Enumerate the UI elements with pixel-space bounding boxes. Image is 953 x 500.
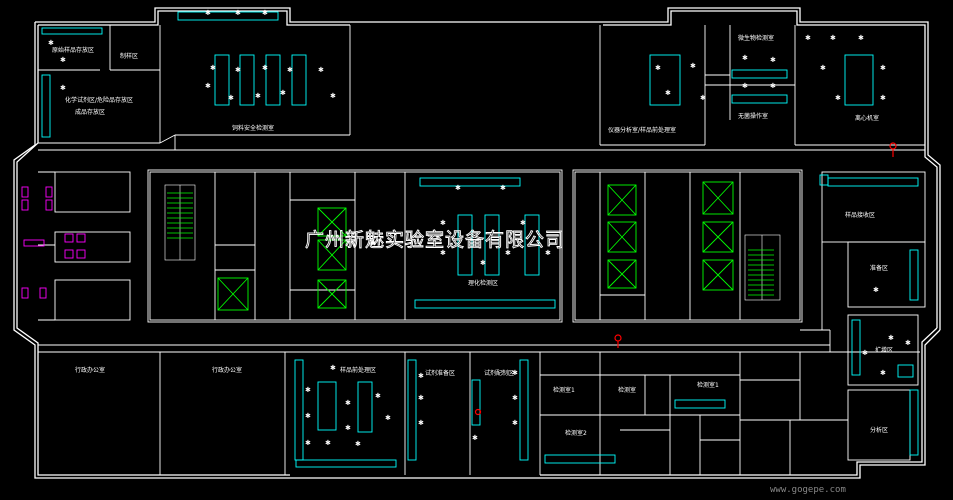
chair-icon: ✱: [255, 92, 261, 100]
chair-icon: ✱: [355, 440, 361, 448]
chair-icon: ✱: [330, 364, 336, 372]
chair-icon: ✱: [60, 84, 66, 92]
chair-icon: ✱: [770, 56, 776, 64]
stairs: [164, 184, 781, 301]
chair-icon: ✱: [287, 66, 293, 74]
room-label: 分析区: [870, 426, 888, 434]
room-label: 检测室1: [697, 381, 719, 389]
chair-icon: ✱: [210, 64, 216, 72]
chair-icon: ✱: [545, 249, 551, 257]
company-watermark: 广州新魅实验室设备有限公司: [305, 229, 565, 251]
chair-icon: ✱: [500, 184, 506, 192]
chair-icon: ✱: [205, 9, 211, 17]
room-label: 成品存放区: [75, 108, 105, 116]
chair-icon: ✱: [480, 259, 486, 267]
chair-icon: ✱: [375, 392, 381, 400]
elevator-shafts: [217, 181, 734, 311]
chair-icon: ✱: [418, 372, 424, 380]
room-labels: 原始样品存放区 制样区 化学试剂区/危险品存放区 成品存放区 饲料安全检测室 仪…: [52, 34, 893, 437]
chair-icon: ✱: [880, 64, 886, 72]
chair-icon: ✱: [512, 369, 518, 377]
room-label: 样品前处理区: [340, 366, 376, 374]
chair-icon: ✱: [228, 94, 234, 102]
room-label: 检测室1: [553, 386, 575, 394]
chair-icon: ✱: [205, 82, 211, 90]
chair-icon: ✱: [512, 394, 518, 402]
room-label: 扩增区: [875, 346, 893, 354]
chair-icon: ✱: [305, 439, 311, 447]
chair-icon: ✱: [60, 56, 66, 64]
chair-icon: ✱: [742, 82, 748, 90]
room-label: 原始样品存放区: [52, 46, 94, 54]
chair-icon: ✱: [835, 94, 841, 102]
chair-icon: ✱: [770, 82, 776, 90]
chair-icon: ✱: [665, 89, 671, 97]
room-label: 化学试剂区/危险品存放区: [65, 96, 133, 104]
chair-icon: ✱: [520, 219, 526, 227]
lab-benches: [41, 11, 919, 468]
chair-icon: ✱: [418, 419, 424, 427]
room-label: 样品接收区: [845, 211, 875, 219]
room-label: 行政办公室: [75, 366, 105, 374]
chair-icon: ✱: [505, 249, 511, 257]
chair-icon: ✱: [48, 39, 54, 47]
room-label: 检测室2: [565, 429, 587, 437]
chair-icon: ✱: [440, 219, 446, 227]
stair-treads: [167, 192, 774, 296]
room-label: 微生物检测室: [738, 34, 774, 42]
chair-icon: ✱: [880, 94, 886, 102]
chair-icon: ✱: [330, 92, 336, 100]
chair-icon: ✱: [385, 414, 391, 422]
chair-icon: ✱: [325, 439, 331, 447]
red-markers: [474, 142, 897, 416]
chair-icon: ✱: [805, 34, 811, 42]
chair-icon: ✱: [235, 9, 241, 17]
chair-icon: ✱: [742, 54, 748, 62]
room-label: 试剂配制区: [484, 369, 514, 377]
chair-icon: ✱: [858, 34, 864, 42]
chair-icon: ✱: [830, 34, 836, 42]
room-label: 准备区: [870, 264, 888, 272]
chair-icon: ✱: [262, 64, 268, 72]
chair-icon: ✱: [235, 66, 241, 74]
chair-icon: ✱: [345, 424, 351, 432]
chair-icon: ✱: [880, 369, 886, 377]
chair-icon: ✱: [905, 339, 911, 347]
room-label: 试剂准备区: [425, 369, 455, 377]
room-label: 仪器分析室/样品前处理室: [608, 126, 676, 134]
chair-icon: ✱: [873, 286, 879, 294]
chair-icon: ✱: [512, 419, 518, 427]
toilet-fixtures: [21, 186, 86, 299]
chair-icon: ✱: [345, 399, 351, 407]
chair-icon: ✱: [418, 394, 424, 402]
chair-icon: ✱: [305, 386, 311, 394]
chair-icon: ✱: [305, 412, 311, 420]
chair-icon: ✱: [440, 249, 446, 257]
room-label: 饲料安全检测室: [232, 124, 274, 132]
chair-icon: ✱: [455, 184, 461, 192]
room-label: 无菌操作室: [738, 112, 768, 120]
chair-icon: ✱: [655, 64, 661, 72]
room-label: 理化检测区: [468, 279, 498, 287]
chair-icon: ✱: [280, 89, 286, 97]
chair-icon: ✱: [700, 94, 706, 102]
room-label: 检测室: [618, 386, 636, 394]
interior-walls: [38, 25, 926, 475]
chair-icon: ✱: [318, 66, 324, 74]
chair-icon: ✱: [862, 349, 868, 357]
room-label: 离心机室: [855, 114, 879, 122]
chair-icon: ✱: [888, 334, 894, 342]
site-watermark: www.gogepe.com: [770, 485, 846, 495]
chair-icon: ✱: [472, 434, 478, 442]
chair-symbols: ✱ ✱ ✱ ✱ ✱ ✱ ✱ ✱ ✱ ✱ ✱ ✱ ✱ ✱ ✱ ✱ ✱ ✱ ✱ ✱ ✱ ✱ ✱ ✱ ✱ ✱ ✱ ✱ ✱ ✱ ✱ ✱ ✱ ✱ ✱ ✱ ✱ ✱ ✱ ✱…: [48, 9, 911, 448]
chair-icon: ✱: [262, 9, 268, 17]
room-label: 制样区: [120, 52, 138, 60]
chair-icon: ✱: [690, 62, 696, 70]
room-label: 行政办公室: [212, 366, 242, 374]
chair-icon: ✱: [820, 64, 826, 72]
